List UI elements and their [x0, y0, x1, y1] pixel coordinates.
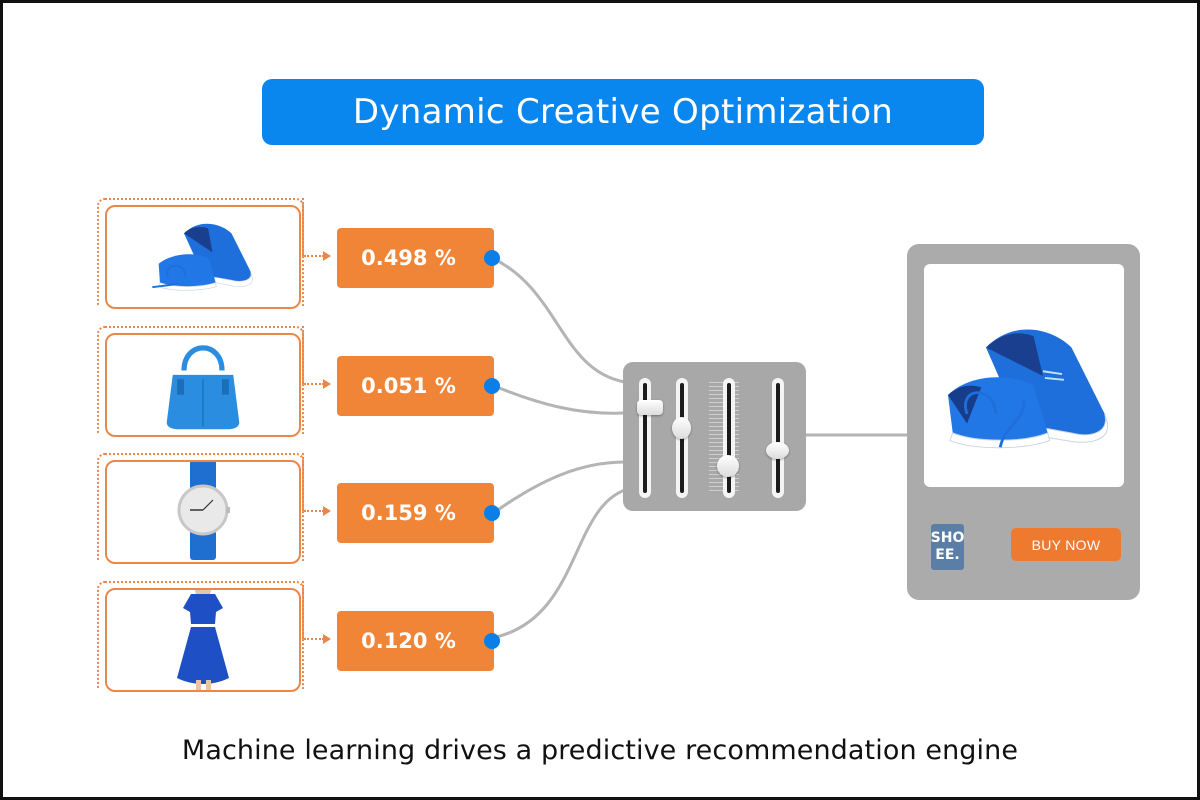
wire-product-3	[490, 460, 627, 516]
dotted-connector-down	[302, 326, 306, 384]
slider-knob-4[interactable]	[766, 442, 789, 459]
mixer-panel	[623, 362, 806, 511]
dotted-connector-right	[304, 383, 324, 385]
ctr-score-value: 0.498 %	[361, 246, 456, 270]
dress-icon	[163, 590, 243, 690]
watch-icon	[168, 462, 238, 562]
arrow-right-icon	[323, 506, 331, 516]
dotted-connector-down	[302, 581, 306, 639]
connector-dot	[484, 250, 500, 266]
dotted-connector-right	[304, 510, 324, 512]
handbag-icon	[158, 336, 248, 435]
connector-dot	[484, 633, 500, 649]
slider-track-4[interactable]	[772, 378, 784, 498]
brand-logo-line2: EE.	[935, 547, 960, 563]
sneaker-icon	[138, 208, 268, 307]
wire-product-2	[490, 383, 627, 415]
diagram-title: Dynamic Creative Optimization	[262, 79, 984, 145]
buy-now-button[interactable]: BUY NOW	[1011, 528, 1121, 561]
product-thumbnail[interactable]	[105, 588, 301, 692]
product-thumbnail[interactable]	[105, 333, 301, 437]
arrow-right-icon	[323, 379, 331, 389]
brand-logo: SHO EE.	[931, 524, 964, 570]
brand-logo-line1: SHO	[930, 530, 965, 546]
diagram-caption: Machine learning drives a predictive rec…	[181, 735, 1019, 766]
sneaker-icon	[948, 329, 1109, 448]
ctr-score-value: 0.159 %	[361, 501, 456, 525]
slider-knob-1[interactable]	[637, 400, 663, 415]
connector-dot	[484, 378, 500, 394]
slider-knob-3[interactable]	[717, 455, 739, 477]
ctr-score-badge: 0.159 %	[337, 483, 494, 543]
ctr-score-value: 0.120 %	[361, 629, 456, 653]
wire-product-4	[490, 488, 627, 640]
product-thumbnail[interactable]	[105, 460, 301, 564]
dotted-connector-down	[302, 453, 306, 511]
arrow-right-icon	[323, 251, 331, 261]
recommended-ad-card: SHO EE. BUY NOW	[907, 244, 1140, 600]
product-thumbnail[interactable]	[105, 205, 301, 309]
ctr-score-value: 0.051 %	[361, 374, 456, 398]
arrow-right-icon	[323, 634, 331, 644]
ctr-score-badge: 0.498 %	[337, 228, 494, 288]
ctr-score-badge: 0.120 %	[337, 611, 494, 671]
slider-track-3[interactable]	[723, 378, 735, 498]
connector-dot	[484, 505, 500, 521]
wire-product-1	[490, 256, 627, 384]
dotted-connector-right	[304, 638, 324, 640]
slider-track-1[interactable]	[639, 378, 651, 498]
ctr-score-badge: 0.051 %	[337, 356, 494, 416]
dotted-connector-down	[302, 198, 306, 256]
slider-knob-2[interactable]	[672, 417, 691, 439]
ad-product-image	[924, 264, 1124, 487]
dotted-connector-right	[304, 255, 324, 257]
